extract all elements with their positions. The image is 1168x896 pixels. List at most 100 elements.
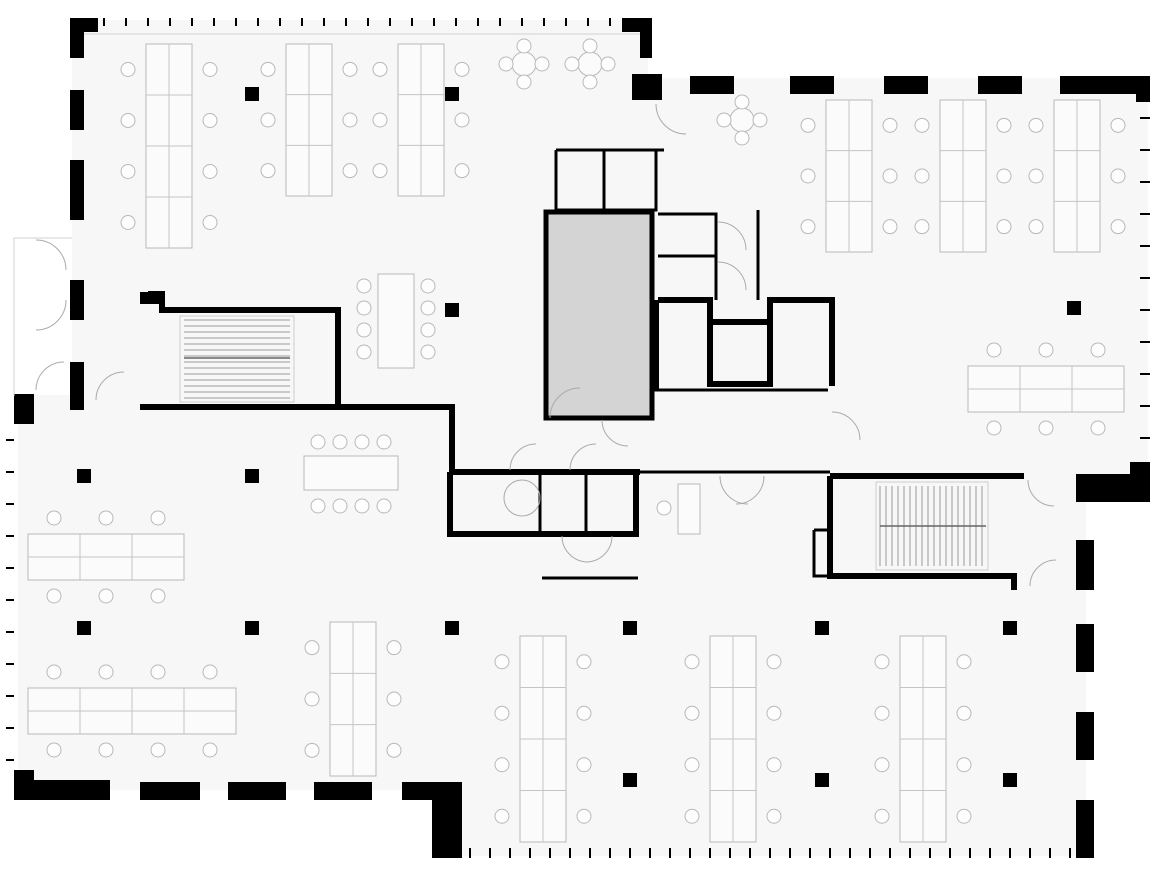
- chair: [150, 664, 166, 680]
- chair: [202, 215, 218, 230]
- chair: [454, 163, 470, 179]
- chair: [98, 664, 114, 680]
- chair: [800, 117, 816, 133]
- chair: [1028, 219, 1044, 235]
- chair: [120, 62, 136, 77]
- window-mullions: [6, 18, 1150, 858]
- chair: [332, 434, 348, 450]
- chair: [260, 163, 276, 179]
- meeting-table: [303, 455, 399, 491]
- chair: [766, 757, 782, 773]
- chair: [766, 808, 782, 824]
- chair: [494, 705, 510, 721]
- chair: [376, 498, 392, 514]
- chair: [684, 757, 700, 773]
- entry-glazing: [13, 237, 72, 396]
- chair: [1038, 420, 1054, 436]
- chair: [582, 74, 598, 90]
- chair: [202, 62, 218, 77]
- chair: [914, 219, 930, 235]
- chair: [202, 664, 218, 680]
- perimeter-walls: [14, 18, 1150, 858]
- chair: [386, 640, 402, 656]
- chair: [342, 61, 358, 77]
- chair: [684, 808, 700, 824]
- interior-walls: [140, 148, 1024, 590]
- round-table: [729, 107, 755, 133]
- chair: [354, 434, 370, 450]
- chair: [420, 278, 436, 294]
- chair: [494, 808, 510, 824]
- column: [1003, 621, 1017, 635]
- chair: [582, 38, 598, 54]
- doors: [35, 103, 1057, 587]
- chair: [376, 434, 392, 450]
- chair: [576, 808, 592, 824]
- chair: [1110, 168, 1126, 184]
- chair: [986, 420, 1002, 436]
- chair: [874, 808, 890, 824]
- chair: [882, 117, 898, 133]
- chair: [420, 300, 436, 316]
- column: [445, 87, 459, 101]
- chair: [310, 498, 326, 514]
- chair: [516, 74, 532, 90]
- chair: [996, 168, 1012, 184]
- chair: [1090, 420, 1106, 436]
- chair: [766, 705, 782, 721]
- chair: [332, 498, 348, 514]
- column: [77, 469, 91, 483]
- chair: [1028, 117, 1044, 133]
- round-table: [577, 51, 603, 77]
- chair: [260, 61, 276, 77]
- chair: [956, 654, 972, 670]
- chair: [386, 742, 402, 758]
- round-table: [511, 51, 537, 77]
- chair: [46, 664, 62, 680]
- chair: [752, 112, 768, 128]
- chair: [1090, 342, 1106, 358]
- column: [623, 773, 637, 787]
- chair: [684, 654, 700, 670]
- column: [445, 621, 459, 635]
- chair: [372, 112, 388, 128]
- chair: [46, 742, 62, 758]
- chair: [304, 742, 320, 758]
- chair: [420, 322, 436, 338]
- chair: [260, 112, 276, 128]
- chair: [150, 742, 166, 758]
- chair: [454, 61, 470, 77]
- chair: [386, 691, 402, 707]
- chair: [150, 588, 166, 604]
- chair: [564, 56, 580, 72]
- chair: [98, 588, 114, 604]
- chair: [684, 705, 700, 721]
- chair: [874, 654, 890, 670]
- chair: [356, 344, 372, 360]
- chair: [956, 705, 972, 721]
- column: [1003, 773, 1017, 787]
- chair: [304, 640, 320, 656]
- chair: [354, 498, 370, 514]
- chair: [534, 56, 550, 72]
- column: [815, 773, 829, 787]
- elevator-core: [546, 212, 652, 418]
- chair: [734, 130, 750, 146]
- chair: [150, 510, 166, 526]
- chair: [120, 215, 136, 230]
- chair: [310, 434, 326, 450]
- chair: [46, 588, 62, 604]
- chair: [800, 168, 816, 184]
- chair: [656, 500, 672, 516]
- chair: [98, 510, 114, 526]
- columns: [77, 87, 1081, 787]
- chair: [996, 117, 1012, 133]
- chair: [996, 219, 1012, 235]
- column: [245, 469, 259, 483]
- chair: [914, 117, 930, 133]
- chair: [342, 163, 358, 179]
- furniture: [27, 38, 1126, 843]
- chair: [120, 113, 136, 128]
- chair: [956, 757, 972, 773]
